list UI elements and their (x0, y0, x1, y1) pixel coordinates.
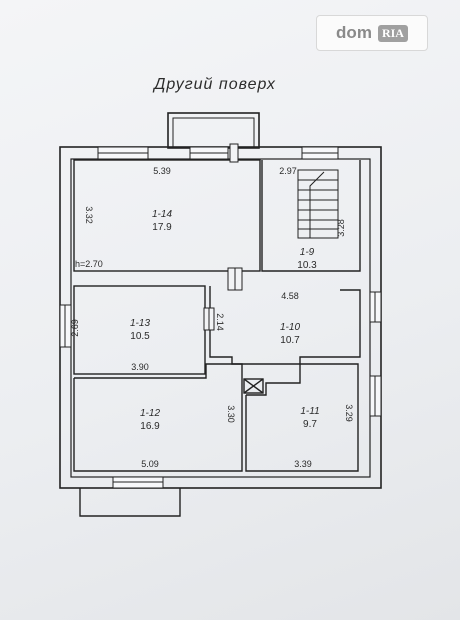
watermark-badge: RIA (377, 24, 408, 42)
room-id-1-12: 1-12 (140, 408, 160, 419)
doors (203, 143, 243, 331)
room-area-1-10: 10.7 (280, 335, 300, 346)
interior-walls (73, 159, 361, 472)
dim-r14-height: 3.32 (84, 206, 94, 224)
room-area-1-9: 10.3 (297, 260, 317, 271)
dim-r9-width: 2.97 (279, 166, 297, 176)
dim-r12-height: 3.30 (226, 405, 236, 423)
top-balcony (167, 112, 260, 149)
dimension-labels: 5.39 3.32 h=2.70 2.97 3.28 4.58 2.14 2.6… (70, 166, 354, 469)
dim-r14-width: 5.39 (153, 166, 171, 176)
room-labels: 1-14 17.9 1-9 10.3 1-13 10.5 1-10 10.7 1… (130, 209, 320, 432)
dim-r13-width: 3.90 (131, 362, 149, 372)
floor-title: Другий поверх (154, 76, 276, 93)
room-id-1-14: 1-14 (152, 209, 172, 220)
room-area-1-11: 9.7 (303, 419, 317, 430)
dim-ceiling: h=2.70 (75, 259, 103, 269)
dim-r11-height: 3.29 (344, 404, 354, 422)
windows (59, 146, 382, 489)
dim-r9-height: 3.28 (336, 219, 346, 237)
room-area-1-14: 17.9 (152, 222, 172, 233)
watermark-brand: dom (336, 23, 372, 42)
room-area-1-12: 16.9 (140, 421, 160, 432)
dim-r11-width: 3.39 (294, 459, 312, 469)
dim-r13-height: 2.69 (70, 319, 80, 337)
dim-hall-height: 2.14 (215, 313, 225, 331)
dim-r12-width: 5.09 (141, 459, 159, 469)
room-id-1-11: 1-11 (300, 406, 319, 417)
bottom-balcony (79, 488, 181, 517)
room-id-1-10: 1-10 (280, 322, 300, 333)
dim-hall-width: 4.58 (281, 291, 299, 301)
room-id-1-13: 1-13 (130, 318, 150, 329)
staircase (297, 169, 339, 239)
dom-ria-watermark: dom RIA (316, 15, 428, 51)
room-area-1-13: 10.5 (130, 331, 150, 342)
room-id-1-9: 1-9 (300, 247, 315, 258)
